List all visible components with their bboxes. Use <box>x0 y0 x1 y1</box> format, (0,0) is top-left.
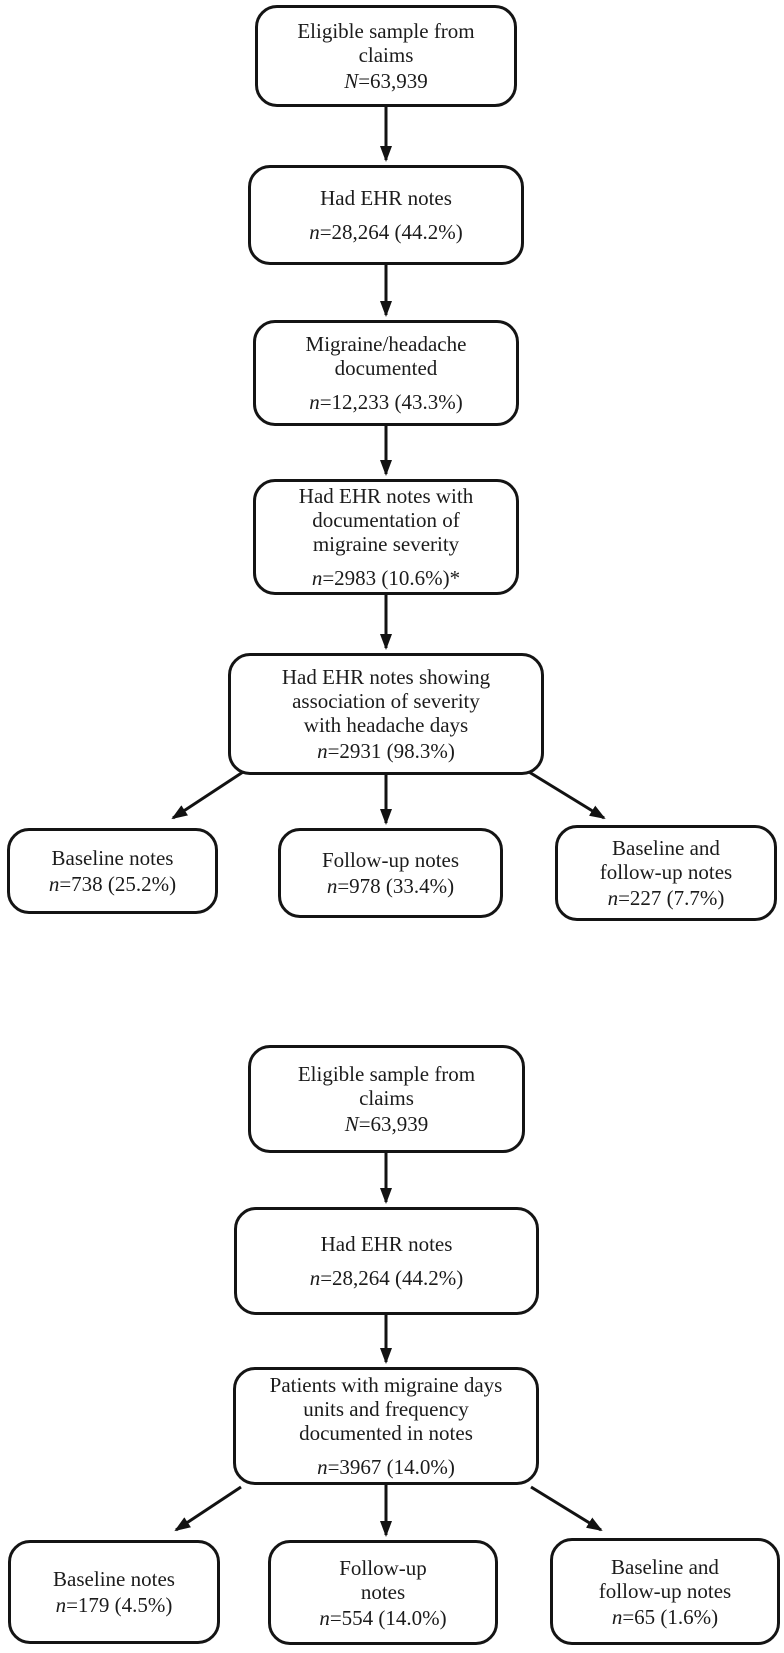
box-text-line: Eligible sample from <box>297 1062 476 1086</box>
box-text-line: documentation of <box>312 508 460 532</box>
stat-symbol: n <box>317 739 328 763</box>
box-stat-line: n=28,264 (44.2%) <box>310 1266 464 1290</box>
box-stat-line: n=12,233 (43.3%) <box>309 390 463 414</box>
flow-b-box-baseline-notes: Baseline notes n=179 (4.5%) <box>8 1540 220 1644</box>
flow-a-box-had-ehr-notes: Had EHR notes n=28,264 (44.2%) <box>248 165 524 265</box>
stat-symbol: n <box>309 220 320 244</box>
stat-symbol: n <box>309 390 320 414</box>
box-text-line: documented <box>334 356 438 380</box>
stat-symbol: n <box>611 1604 623 1629</box>
box-text-line: Follow-up <box>339 1555 427 1580</box>
box-text-line: Follow-up notes <box>321 848 460 872</box>
box-text-line: Baseline notes <box>51 846 174 870</box>
stat-value: =554 (14.0%) <box>329 1605 447 1630</box>
box-text-line: follow-up notes <box>598 1578 732 1603</box>
flow-a-box-migraine-documented: Migraine/headache documented n=12,233 (4… <box>253 320 519 426</box>
flow-a-box-baseline-and-followup-notes: Baseline and follow-up notes n=227 (7.7%… <box>555 825 777 921</box>
box-text-line: units and frequency <box>303 1397 469 1421</box>
arrow-a-association-to-baseline-followup <box>528 770 606 820</box>
flow-b-box-baseline-and-followup-notes: Baseline and follow-up notes n=65 (1.6%) <box>550 1538 780 1645</box>
box-stat-line: N=63,939 <box>344 69 428 93</box>
stat-symbol: n <box>311 566 323 590</box>
stat-symbol: n <box>55 1593 67 1617</box>
flow-b-box-eligible-sample: Eligible sample from claims N=63,939 <box>248 1045 525 1153</box>
box-text-line: notes <box>360 1579 406 1604</box>
box-text-line: Had EHR notes showing <box>281 665 491 689</box>
box-text-line: Eligible sample from <box>297 19 475 43</box>
box-stat-line: n=179 (4.5%) <box>56 1593 173 1617</box>
flow-b-box-had-ehr-notes: Had EHR notes n=28,264 (44.2%) <box>234 1207 539 1315</box>
flow-a-box-severity-association: Had EHR notes showing association of sev… <box>228 653 544 775</box>
stat-symbol: n <box>317 1455 328 1479</box>
stat-symbol: n <box>326 874 338 898</box>
stat-value: =227 (7.7%) <box>618 886 725 910</box>
box-stat-line: n=3967 (14.0%) <box>317 1455 455 1479</box>
box-stat-line: n=2931 (98.3%) <box>317 739 455 763</box>
box-text-line: Baseline notes <box>53 1567 175 1591</box>
box-stat-line: n=738 (25.2%) <box>49 872 176 896</box>
box-stat-line: n=65 (1.6%) <box>612 1605 718 1629</box>
stat-value: =738 (25.2%) <box>59 872 177 896</box>
box-text-line: with headache days <box>303 713 469 737</box>
box-text-line: Had EHR notes <box>320 186 452 210</box>
stat-value: =12,233 (43.3%) <box>319 390 463 414</box>
stat-value: =179 (4.5%) <box>66 1593 173 1617</box>
box-text-line: Had EHR notes <box>320 1232 453 1256</box>
flow-a-box-followup-notes: Follow-up notes n=978 (33.4%) <box>278 828 503 918</box>
stat-symbol: n <box>607 886 619 910</box>
box-text-line: follow-up notes <box>599 860 733 884</box>
box-text-line: Migraine/headache <box>305 332 467 356</box>
stat-value: =28,264 (44.2%) <box>320 1266 464 1290</box>
stat-value: =2931 (98.3%) <box>327 739 455 763</box>
box-text-line: Baseline and <box>612 836 720 860</box>
stat-symbol: n <box>309 1266 321 1290</box>
stat-symbol: N <box>344 69 359 93</box>
box-stat-line: n=2983 (10.6%)* <box>312 566 460 590</box>
box-text-line: documented in notes <box>299 1421 473 1445</box>
stat-value: =3967 (14.0%) <box>327 1455 455 1479</box>
flow-a-box-severity-documented: Had EHR notes with documentation of migr… <box>253 479 519 595</box>
arrow-b-days-to-baseline <box>174 1485 242 1532</box>
stat-value: =63,939 <box>358 1112 429 1136</box>
flow-a-box-baseline-notes: Baseline notes n=738 (25.2%) <box>7 828 218 914</box>
box-text-line: claims <box>358 43 414 67</box>
stat-value: =65 (1.6%) <box>622 1604 719 1629</box>
box-stat-line: n=554 (14.0%) <box>319 1606 446 1630</box>
box-text-line: claims <box>359 1086 414 1110</box>
box-stat-line: n=978 (33.4%) <box>327 874 454 898</box>
arrow-a-association-to-baseline <box>171 770 244 820</box>
stat-value: =2983 (10.6%)* <box>322 566 461 590</box>
box-text-line: migraine severity <box>312 532 460 556</box>
box-text-line: Had EHR notes with <box>298 484 474 508</box>
stat-symbol: N <box>344 1112 359 1136</box>
flow-a-box-eligible-sample: Eligible sample from claims N=63,939 <box>255 5 517 107</box>
stat-symbol: n <box>319 1605 330 1630</box>
flow-b-box-followup-notes: Follow-up notes n=554 (14.0%) <box>268 1540 498 1645</box>
box-stat-line: n=227 (7.7%) <box>608 886 725 910</box>
flow-b-box-days-frequency-documented: Patients with migraine days units and fr… <box>233 1367 539 1485</box>
arrow-b-days-to-baseline-followup <box>530 1485 603 1532</box>
box-stat-line: N=63,939 <box>345 1112 429 1136</box>
stat-value: =28,264 (44.2%) <box>319 220 463 244</box>
stat-symbol: n <box>48 872 60 896</box>
box-text-line: Patients with migraine days <box>269 1373 503 1397</box>
stat-value: =63,939 <box>358 69 428 93</box>
box-text-line: Baseline and <box>611 1554 719 1579</box>
box-text-line: association of severity <box>292 689 480 713</box>
box-stat-line: n=28,264 (44.2%) <box>309 220 463 244</box>
stat-value: =978 (33.4%) <box>337 874 455 898</box>
